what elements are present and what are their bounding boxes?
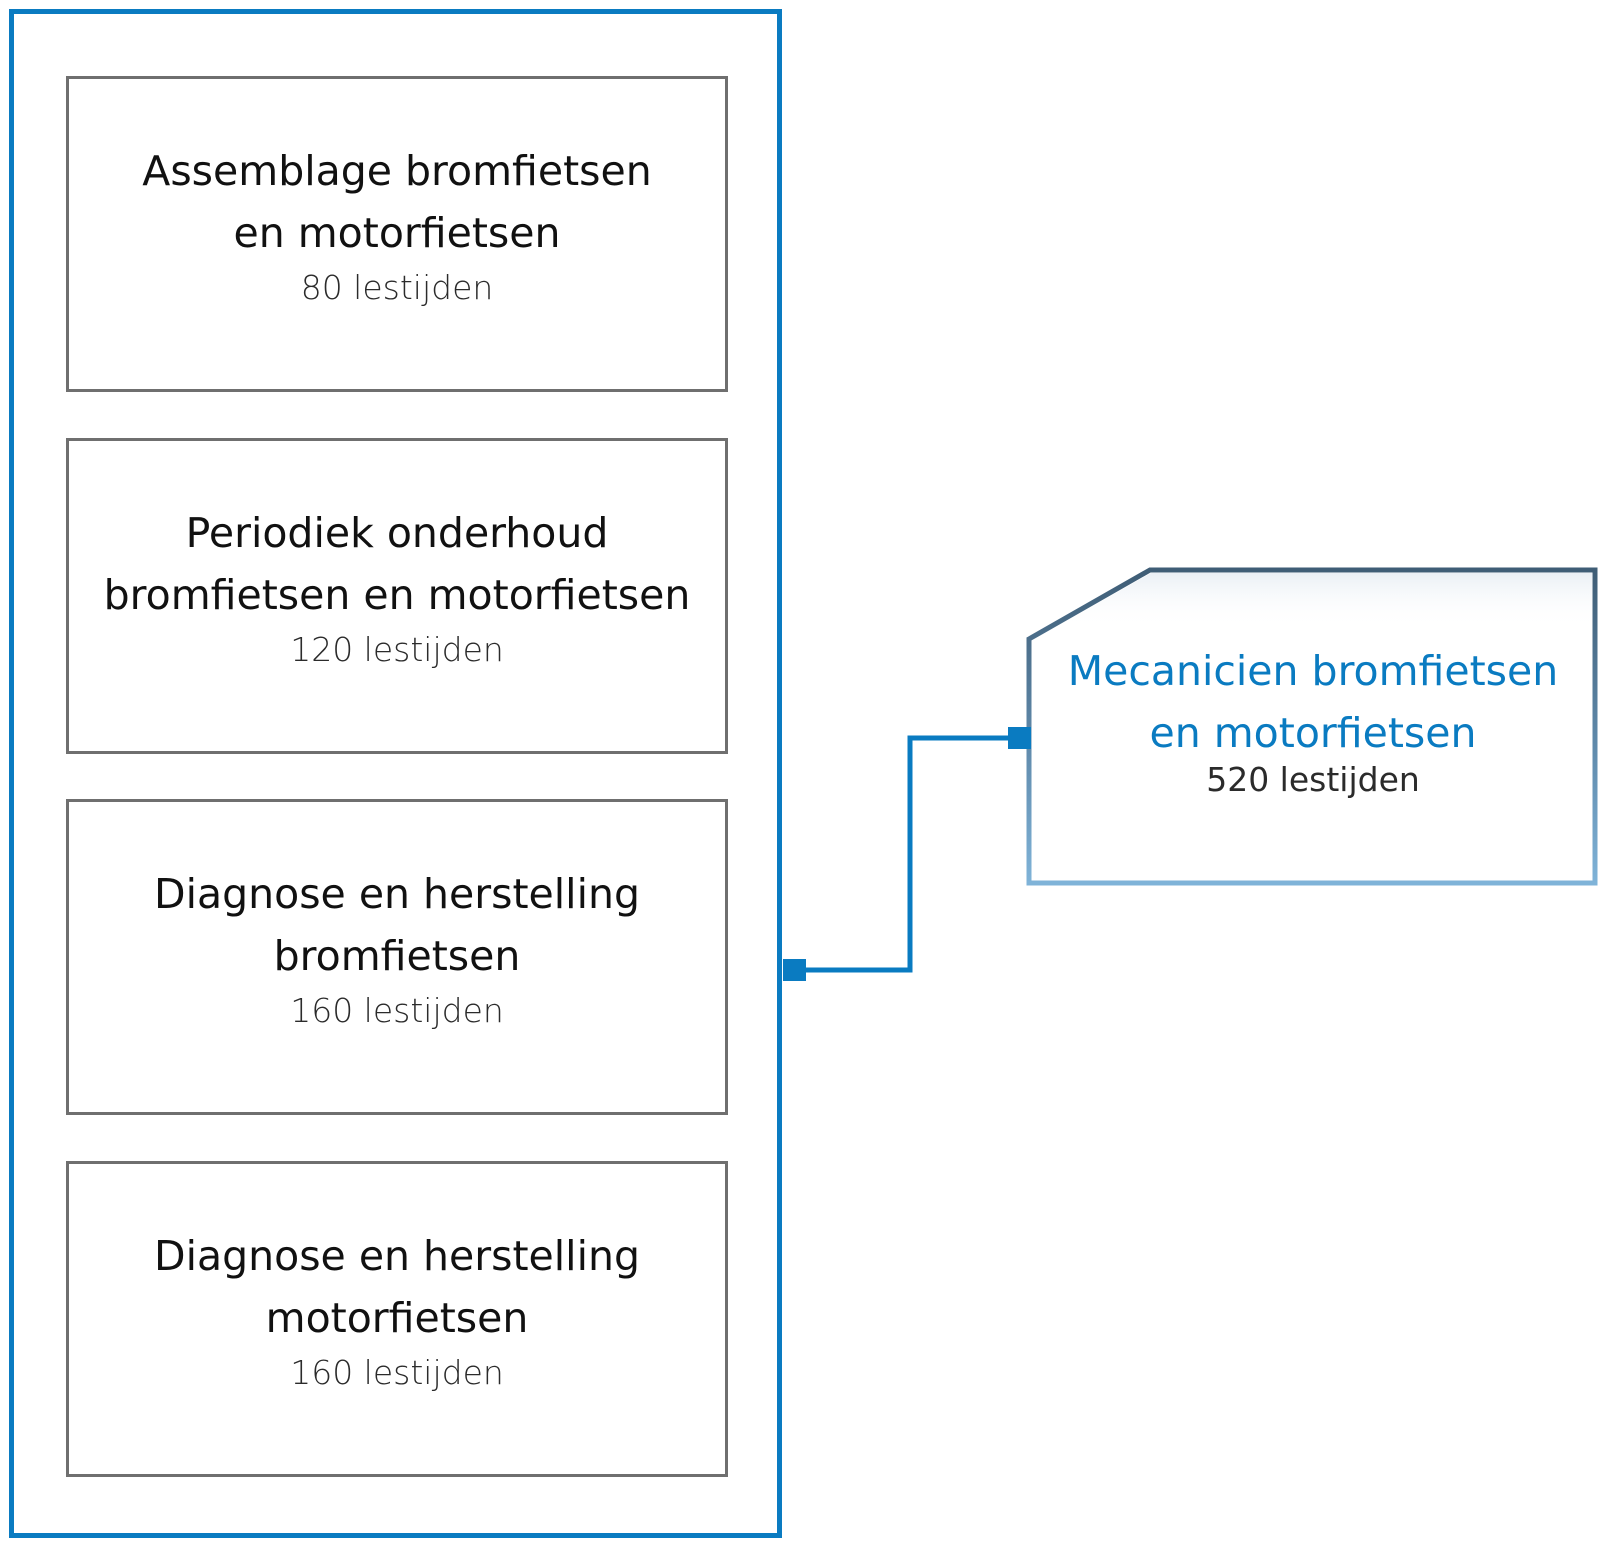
module-hours: 160 lestijden (290, 1353, 504, 1392)
module-title: Assemblage bromfietsen en motorfietsen (142, 147, 652, 257)
module-title: Diagnose en herstelling motorfietsen (154, 1232, 640, 1342)
result-hours: 520 lestijden (1206, 760, 1420, 799)
module-hours: 160 lestijden (290, 991, 504, 1030)
result-qualification: Mecanicien bromfietsen en motorfietsen 5… (1040, 640, 1586, 802)
module-box-assemblage: Assemblage bromfietsen en motorfietsen 8… (66, 76, 728, 392)
connector-line (797, 735, 1011, 973)
result-title: Mecanicien bromfietsen en motorfietsen (1067, 647, 1559, 757)
module-title: Diagnose en herstelling bromfietsen (154, 870, 640, 980)
module-box-diagnose-motorfietsen: Diagnose en herstelling motorfietsen 160… (66, 1161, 728, 1477)
module-group-frame (9, 9, 782, 1538)
connector-end-node (1008, 727, 1031, 749)
module-hours: 80 lestijden (300, 268, 494, 307)
module-box-periodiek-onderhoud: Periodiek onderhoud bromfietsen en motor… (66, 438, 728, 754)
connector-start-node (783, 959, 806, 981)
module-hours: 120 lestijden (290, 630, 504, 669)
module-title: Periodiek onderhoud bromfietsen en motor… (103, 509, 691, 619)
module-box-diagnose-bromfietsen: Diagnose en herstelling bromfietsen 160 … (66, 799, 728, 1115)
